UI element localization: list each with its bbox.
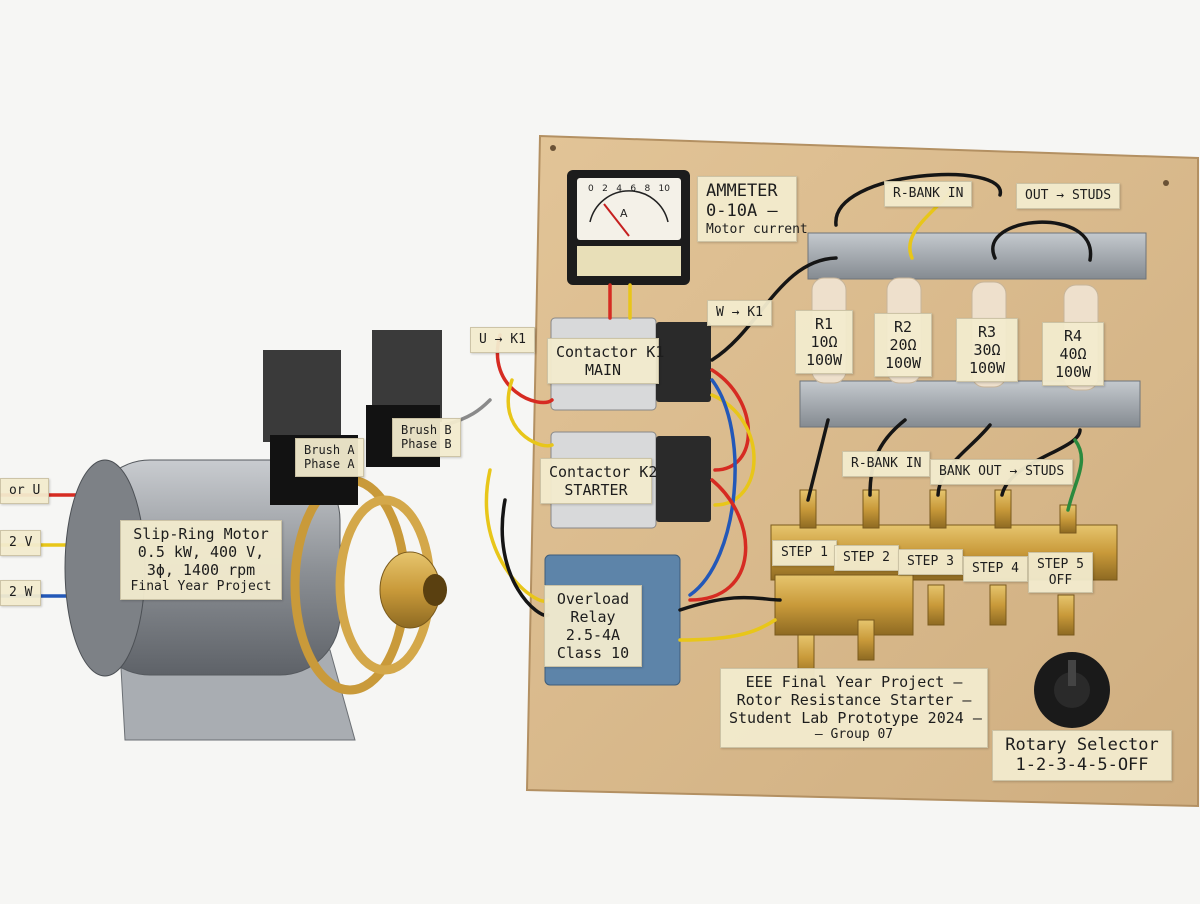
rbank-in-top-label: R-BANK IN [884,181,973,207]
bank-out-mid-label: BANK OUT → STUDS [930,459,1074,485]
slip-ring-motor [64,459,447,741]
resistor-r1-label: R1 10Ω 100W [795,310,853,374]
step-5-label: STEP 5 OFF [1028,552,1093,594]
din-rail-top [807,232,1147,280]
brush-a-label: Brush A Phase A [295,438,364,477]
wire-u-label: or U [0,478,50,504]
board-screw [1163,180,1169,186]
w-to-k1-label: W → K1 [707,300,772,326]
resistor-r4-label: R4 40Ω 100W [1042,322,1104,386]
rotary-selector-knob[interactable] [1034,652,1110,728]
board-screw [550,145,556,151]
rotary-selector-label: Rotary Selector 1-2-3-4-5-OFF [992,730,1172,781]
step-2-label: STEP 2 [834,545,899,571]
step-4-label: STEP 4 [963,556,1028,582]
brass-block [774,574,914,636]
out-studs-top-label: OUT → STUDS [1016,183,1121,209]
project-label: EEE Final Year Project — Rotor Resistanc… [720,668,988,748]
wire-w-label: 2 W [0,580,42,606]
resistor-r3-label: R3 30Ω 100W [956,318,1018,382]
u-to-k1-label: U → K1 [470,327,535,353]
meter-scale: 0 2 4 6 8 10 [588,184,670,194]
step-1-label: STEP 1 [772,540,837,566]
step-3-label: STEP 3 [898,549,963,575]
ammeter-label: AMMETER 0-10A — Motor current [697,176,808,243]
wire-v-label: 2 V [0,530,42,556]
meter-unit: A [620,207,628,220]
contactor-k2-label: Contactor K2 STARTER [540,458,657,504]
rbank-in-mid-label: R-BANK IN [842,451,931,477]
overload-relay-label: Overload Relay 2.5-4A Class 10 [544,585,642,667]
contactor-k2-side [656,436,711,522]
contactor-k1-side [656,322,711,402]
brush-b-label: Brush B Phase B [392,418,461,457]
contactor-k1-label: Contactor K1 MAIN [547,338,664,384]
motor-label: Slip-Ring Motor 0.5 kW, 400 V, 3ϕ, 1400 … [120,520,282,600]
resistor-r2-label: R2 20Ω 100W [874,313,932,377]
ammeter [567,170,690,285]
